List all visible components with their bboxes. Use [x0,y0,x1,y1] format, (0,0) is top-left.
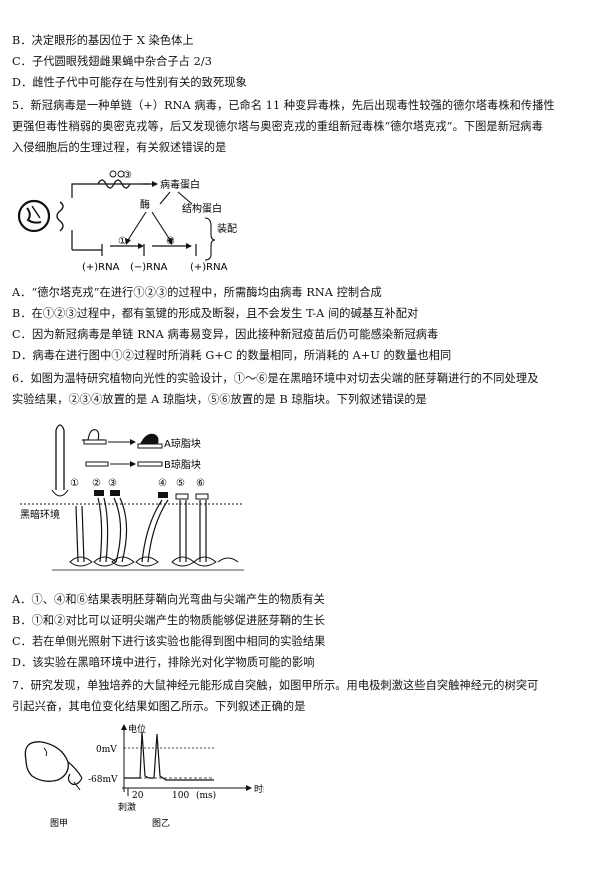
process-2-label: ② [166,236,175,247]
enzyme-label: 酶 [140,198,150,211]
treatment-4-label: ④ [158,478,167,489]
q7-stem-line-2: 引起兴奋，其电位变化结果如图乙所示。下列叙述正确的是 [12,700,306,713]
virus-icon [17,199,51,233]
q6-stem-line-2: 实验结果，②③④放置的是 A 琼脂块，⑤⑥放置的是 B 琼脂块。下列叙述错误的是 [12,393,427,406]
rna-positive-1-label: (+)RNA [82,262,120,273]
treatment-6-label: ⑥ [196,478,205,489]
treatment-2-label: ② [92,478,101,489]
q5-option-c: C．因为新冠病毒是单链 RNA 病毒易变异，因此接种新冠疫苗后仍可能感染新冠病毒 [12,328,439,341]
q5-virus-figure: ③ 病毒蛋白 酶 结构蛋白 装配 ① ② (+)RNA (−)RNA (+)RN… [10,160,260,278]
potential-chart: 电位 0mV -68mV 时间 20 100 (ms) 刺激 [88,723,264,813]
q5-option-a: A．“德尔塔克戎”在进行①②③的过程中，所需酶均由病毒 RNA 控制合成 [12,286,382,299]
q5-option-d: D．病毒在进行图中①②过程时所消耗 G+C 的数量相同，所消耗的 A+U 的数量… [12,349,452,362]
q7-stem-line-1: 7．研究发现，单独培养的大鼠神经元能形成自突触，如图甲所示。用电极刺激这些自突触… [12,679,539,692]
zero-mv-label: 0mV [96,745,117,755]
structural-protein-label: 结构蛋白 [182,202,222,215]
q4-option-d: D．雌性子代中可能存在与性别有关的致死现象 [12,76,247,89]
rest-mv-label: -68mV [88,775,118,785]
time-axis-label: 时间 [254,783,264,795]
process-3-label: ③ [123,170,132,181]
q6-coleoptile-figure: A琼脂块 B琼脂块 ① ② ③ ④ ⑤ ⑥ 黑暗环境 [12,412,252,580]
q5-stem-line-3: 入侵细胞后的生理过程，有关叙述错误的是 [12,141,227,154]
q6-option-c: C．若在单侧光照射下进行该实验也能得到图中相同的实验结果 [12,635,326,648]
assemble-label: 装配 [217,222,237,235]
q6-option-a: A．①、④和⑥结果表明胚芽鞘向光弯曲与尖端产生的物质有关 [12,593,325,606]
neuron-figure [24,741,83,791]
treatment-3-label: ③ [108,478,117,489]
figure-yi-label: 图乙 [152,818,170,829]
time-unit-label: (ms) [196,790,216,801]
rna-negative-label: (−)RNA [130,262,168,273]
figure-jia-label: 图甲 [50,818,68,829]
tick-100-label: 100 [172,791,189,801]
rna-positive-2-label: (+)RNA [190,262,228,273]
block-b-label: B琼脂块 [164,458,201,471]
q5-stem-line-2: 更强但毒性稍弱的奥密克戎等，后又发现德尔塔与奥密克戎的重组新冠毒株“德尔塔克戎”… [12,120,543,133]
treatment-5-label: ⑤ [176,478,185,489]
virus-protein-label: 病毒蛋白 [160,178,200,191]
q7-neuron-figures: 图甲 电位 0mV -68mV 时间 20 100 (ms) 刺激 图乙 [14,722,264,830]
q6-option-b: B．①和②对比可以证明尖端产生的物质能够促进胚芽鞘的生长 [12,614,326,627]
q4-option-c: C．子代圆眼残翅雌果蝇中杂合子占 2/3 [12,55,212,68]
process-1-label: ① [118,236,127,247]
q6-stem-line-1: 6．如图为温特研究植物向光性的实验设计，①～⑥是在黑暗环境中对切去尖端的胚芽鞘进… [12,372,539,385]
treatment-1-label: ① [70,478,79,489]
q5-stem-line-1: 5．新冠病毒是一种单链（+）RNA 病毒，已命名 11 种变异毒株，先后出现毒性… [12,99,555,112]
q5-option-b: B．在①②③过程中，都有氢键的形成及断裂，且不会发生 T-A 间的碱基互补配对 [12,307,419,320]
tick-20-label: 20 [132,791,144,801]
q4-option-b: B．决定眼形的基因位于 X 染色体上 [12,34,194,47]
dark-environment-label: 黑暗环境 [20,508,60,521]
q6-option-d: D．该实验在黑暗环境中进行，排除光对化学物质可能的影响 [12,656,315,669]
block-a-label: A琼脂块 [164,437,201,450]
potential-axis-label: 电位 [128,723,146,735]
stimulus-label: 刺激 [118,801,136,813]
